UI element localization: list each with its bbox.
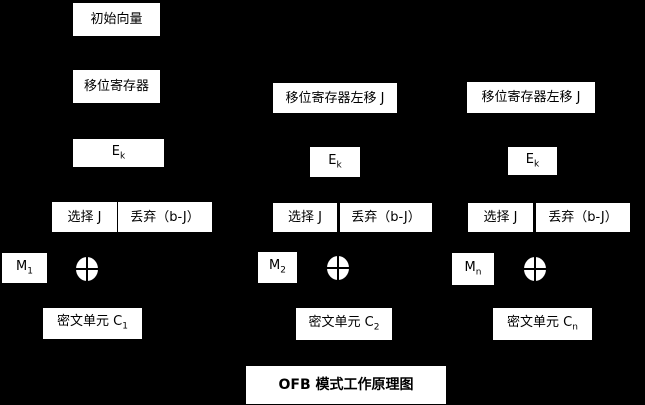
discard-box-3: 丢弃（b-J） <box>536 203 630 232</box>
discard-label-1: 丢弃（b-J） <box>130 209 200 225</box>
message-mn-box: Mn <box>452 253 494 285</box>
ciphertext-c1-label: 密文单元 C1 <box>57 314 128 332</box>
cipher-ek-box-1: Ek <box>73 139 164 167</box>
message-m1-label: M1 <box>16 258 33 277</box>
discard-label-2: 丢弃（b-J） <box>351 210 421 225</box>
ciphertext-c2-label: 密文单元 C2 <box>308 314 380 333</box>
xor-icon-1 <box>76 257 98 281</box>
message-m1-box: M1 <box>2 253 47 283</box>
select-j-label-1: 选择 J <box>67 209 102 225</box>
select-j-box-2: 选择 J <box>273 203 337 232</box>
ciphertext-cn-box: 密文单元 Cn <box>493 308 592 340</box>
xor-horizontal-line-1 <box>76 268 98 270</box>
ciphertext-c2-box: 密文单元 C2 <box>296 308 392 340</box>
message-m2-label: M2 <box>269 258 286 276</box>
shift-register-label-2: 移位寄存器左移 J <box>285 90 385 106</box>
cipher-ek-label-3: Ek <box>525 151 540 170</box>
initial-vector-box: 初始向量 <box>73 3 160 36</box>
xor-horizontal-line-2 <box>327 267 349 269</box>
diagram-title: OFB 模式工作原理图 <box>246 366 446 404</box>
select-j-box-1: 选择 J <box>52 202 117 232</box>
diagram-title-label: OFB 模式工作原理图 <box>278 377 414 393</box>
xor-icon-2 <box>327 256 349 280</box>
xor-horizontal-line-3 <box>524 268 546 270</box>
select-j-box-3: 选择 J <box>468 203 533 232</box>
xor-icon-3 <box>524 257 546 281</box>
message-mn-label: Mn <box>464 259 482 278</box>
message-m2-box: M2 <box>258 252 297 283</box>
select-j-label-3: 选择 J <box>483 210 518 225</box>
shift-register-box-2: 移位寄存器左移 J <box>273 83 397 113</box>
cipher-ek-label-1: Ek <box>111 143 126 162</box>
cipher-ek-label-2: Ek <box>328 152 342 171</box>
ciphertext-c1-box: 密文单元 C1 <box>43 308 142 339</box>
discard-box-2: 丢弃（b-J） <box>340 203 432 232</box>
cipher-ek-box-3: Ek <box>508 147 557 175</box>
shift-register-box-3: 移位寄存器左移 J <box>467 82 595 113</box>
discard-label-3: 丢弃（b-J） <box>548 210 618 225</box>
shift-register-label-3: 移位寄存器左移 J <box>481 90 581 105</box>
discard-box-1: 丢弃（b-J） <box>118 202 212 232</box>
initial-vector-label: 初始向量 <box>90 12 143 27</box>
cipher-ek-box-2: Ek <box>310 147 360 177</box>
shift-register-box-1: 移位寄存器 <box>73 70 160 103</box>
ciphertext-cn-label: 密文单元 Cn <box>507 314 578 333</box>
shift-register-label-1: 移位寄存器 <box>83 79 149 94</box>
select-j-label-2: 选择 J <box>288 210 322 225</box>
